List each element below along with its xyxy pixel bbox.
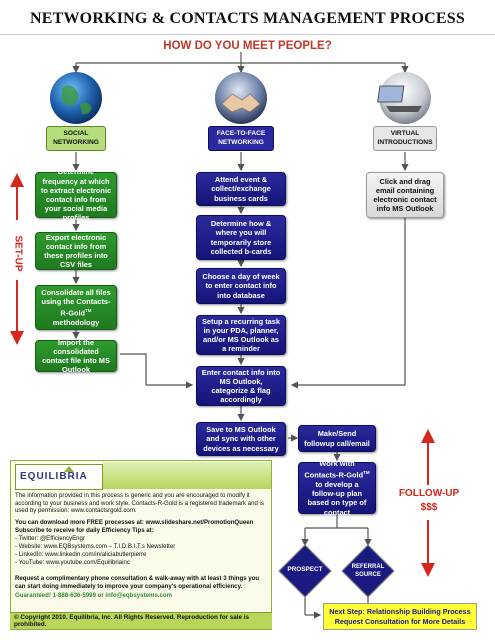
consultation-text: Request a complimentary phone consultati… — [15, 575, 260, 590]
info-panel: EQUILIBRIA The information provided in t… — [10, 460, 272, 630]
step-followup-plan: Work with Contacts-R-GoldTM to develop a… — [298, 459, 376, 517]
guarantee-contact[interactable]: Guaranteed! 1-888-636-5999 or info@eqbsy… — [15, 592, 172, 599]
step-consolidate-files: Consolidate all files using the Contacts… — [35, 285, 117, 330]
face-header-line1: FACE-TO-FACE — [216, 130, 266, 137]
step-attend-event: Attend event & collect/exchange business… — [196, 172, 286, 206]
next-step-line1: Next Step: Relationship Building Process — [329, 606, 471, 616]
disclaimer-text: The information provided in this process… — [15, 492, 264, 515]
virtual-introductions-header: VIRTUAL INTRODUCTIONS — [373, 126, 437, 151]
followup-plan-text: Work with Contacts-R-Gold — [304, 459, 364, 480]
linkedin-link[interactable]: - LinkedIn: www.linkedin.com/in/aliciabu… — [15, 551, 147, 558]
copyright-footer: © Copyright 2010. Equilibria, Inc. All R… — [10, 612, 272, 629]
trademark-mark: TM — [85, 308, 92, 314]
virtual-header-line1: VIRTUAL — [390, 130, 420, 137]
consolidate-text-end: methodology — [52, 317, 100, 327]
equilibria-logo: EQUILIBRIA — [15, 464, 103, 490]
trademark-mark-2: TM — [363, 470, 370, 476]
step-import-consolidated-file: Import the consolidated contact file int… — [35, 338, 117, 374]
prospect-diamond — [278, 544, 332, 598]
referral-diamond — [341, 544, 395, 598]
logo-banner — [103, 462, 271, 489]
social-header-line1: SOCIAL — [63, 130, 89, 137]
followup-label: FOLLOW-UP — [398, 488, 460, 499]
face-header-line2: NETWORKING — [218, 138, 264, 146]
step-export-contact-info: Export electronic contact info from thes… — [35, 232, 117, 270]
social-header-line2: NETWORKING — [53, 138, 99, 146]
consolidate-text: Consolidate all files using the Contacts… — [41, 287, 111, 318]
dollars-label: $$$ — [420, 502, 438, 513]
step-followup-call: Make/Send followup call/email — [298, 425, 376, 452]
twitter-link[interactable]: - Twitter: @EfficiencyEngr — [15, 535, 85, 542]
page-subtitle: HOW DO YOU MEET PEOPLE? — [163, 40, 332, 52]
website-link[interactable]: - Website: www.EQBsystems.com – T.I.D.B.… — [15, 543, 176, 550]
page-title: NETWORKING & CONTACTS MANAGEMENT PROCESS — [29, 10, 465, 27]
social-networking-header: SOCIAL NETWORKING — [46, 126, 106, 151]
logo-triangle-icon — [64, 466, 74, 472]
setup-label: SET-UP — [12, 235, 24, 272]
step-recurring-task: Setup a recurring task in your PDA, plan… — [196, 315, 286, 355]
next-step-line2: Request Consultation for More Details — [334, 616, 466, 626]
followup-plan-text-end: to develop a follow-up plan based on typ… — [307, 480, 367, 517]
step-click-drag-email: Click and drag email containing electron… — [366, 172, 444, 218]
title-divider — [0, 34, 495, 35]
face-to-face-header: FACE-TO-FACE NETWORKING — [208, 126, 274, 151]
handshake-icon — [215, 72, 267, 124]
step-determine-frequency: Determine frequency at which to extract … — [35, 167, 117, 222]
next-step-box[interactable]: Next Step: Relationship Building Process… — [323, 603, 477, 630]
logo-text: EQUILIBRIA — [20, 471, 88, 482]
step-enter-contact-info: Enter contact info into MS Outlook, cate… — [196, 366, 286, 406]
subscribe-text: Subscribe to receive for daily Efficienc… — [15, 527, 154, 534]
step-store-bcards: Determine how & where you will temporari… — [196, 215, 286, 260]
step-choose-day: Choose a day of week to enter contact in… — [196, 268, 286, 304]
youtube-link[interactable]: - YouTube: www.youtube.com/Equilibriainc — [15, 559, 130, 566]
virtual-header-line2: INTRODUCTIONS — [377, 138, 433, 146]
referral-source-label: REFERRAL SOURCE — [351, 564, 385, 578]
downloads-text: You can download more FREE processes at:… — [15, 519, 254, 526]
step-save-sync: Save to MS Outlook and sync with other d… — [196, 422, 286, 456]
prospect-label: PROSPECT — [287, 566, 323, 573]
